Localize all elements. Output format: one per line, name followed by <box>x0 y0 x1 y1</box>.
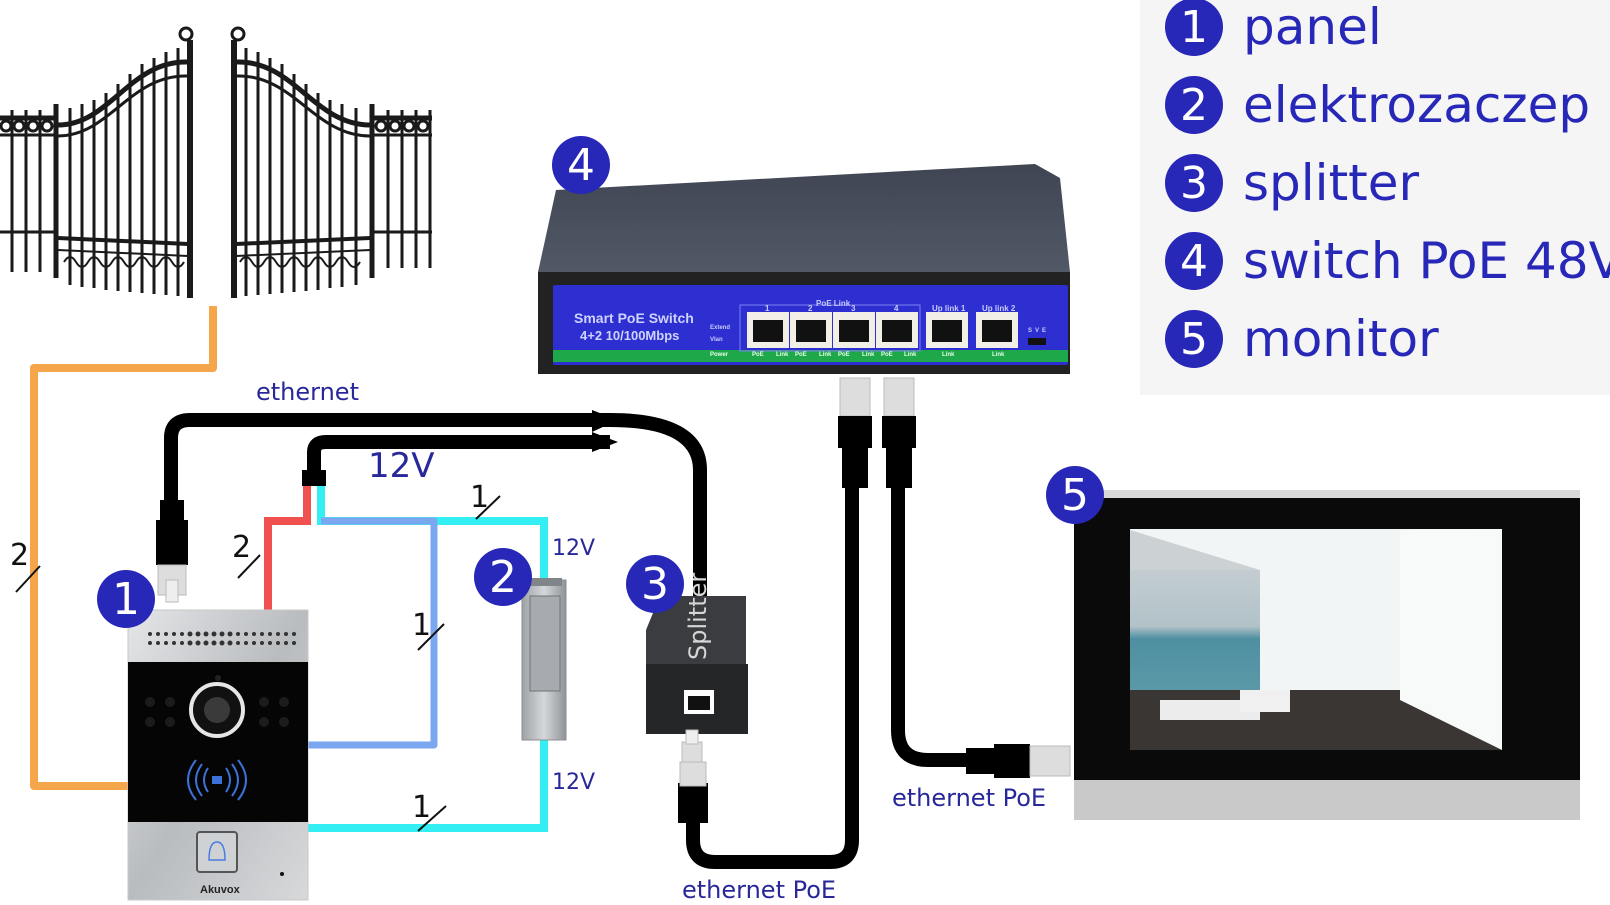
legend-label: switch PoE 48V <box>1243 232 1610 290</box>
switch-port <box>747 312 1018 348</box>
legend-item-panel: 1 panel <box>1165 0 1382 58</box>
legend-number-badge: 3 <box>1165 154 1223 212</box>
dip-label: S <box>1028 328 1033 334</box>
lock-bottom-wire <box>305 735 548 832</box>
rj45-plug-icon <box>678 729 708 823</box>
switch-model-title: Smart PoE Switch <box>574 310 694 326</box>
legend-number-badge: 5 <box>1165 310 1223 368</box>
led-label: Extend <box>710 325 731 331</box>
bell-icon <box>196 831 238 873</box>
uplink-label: Up link 2 <box>982 304 1016 313</box>
splitter-badge: 3 <box>626 555 684 613</box>
rj45-plug-icon <box>838 377 916 488</box>
legend-number-badge: 2 <box>1165 76 1223 134</box>
legend-label: splitter <box>1243 154 1420 212</box>
poe-switch <box>538 164 1070 374</box>
status-label: Link <box>942 352 955 358</box>
rfid-icon <box>187 759 247 801</box>
monitor-poe-cable <box>891 480 980 767</box>
port-number: 2 <box>808 304 813 313</box>
legend-item-switch: 4 switch PoE 48V <box>1165 230 1610 292</box>
legend-number-badge: 4 <box>1165 232 1223 290</box>
legend-item-splitter: 3 splitter <box>1165 152 1419 214</box>
power-cable <box>307 435 610 470</box>
wire-count-lock-bottom: 1 <box>412 790 432 825</box>
monitor-screen-image <box>1130 529 1502 750</box>
legend-label: panel <box>1243 0 1382 56</box>
legend-label: monitor <box>1243 310 1439 368</box>
status-label: PoE <box>881 352 893 358</box>
legend-item-lock: 2 elektrozaczep <box>1165 74 1590 136</box>
switch-badge: 4 <box>552 136 610 194</box>
lock-badge: 2 <box>474 548 532 606</box>
led-label: Vlan <box>710 337 723 343</box>
port-number: 4 <box>894 304 899 313</box>
legend-item-monitor: 5 monitor <box>1165 308 1439 370</box>
status-label: PoE <box>838 352 850 358</box>
lock-top-voltage-label: 12V <box>552 536 596 561</box>
dip-label: E <box>1042 328 1047 334</box>
status-label: Link <box>819 352 832 358</box>
monitor-poe-label: ethernet PoE <box>892 784 1047 812</box>
port-number: 3 <box>851 304 856 313</box>
poe-splitter <box>646 596 748 734</box>
status-label: Link <box>776 352 789 358</box>
splitter-poe-label: ethernet PoE <box>682 876 837 904</box>
wire-count-blue: 1 <box>412 608 432 643</box>
status-label: Link <box>862 352 875 358</box>
wire-count-panel-power: 2 <box>232 530 252 565</box>
lock-bottom-voltage-label: 12V <box>552 770 596 795</box>
dip-label: V <box>1035 328 1040 334</box>
gate-wire <box>30 306 217 790</box>
legend-label: elektrozaczep <box>1243 76 1591 134</box>
ethernet-label: ethernet <box>256 378 359 406</box>
power-12v-label: 12V <box>368 446 435 486</box>
switch-model-subtitle: 4+2 10/100Mbps <box>580 328 680 343</box>
port-number: 1 <box>765 304 770 313</box>
led-label: Power <box>710 352 729 358</box>
splitter-poe-cable <box>686 480 859 869</box>
wire-count-lock-top: 1 <box>470 480 490 515</box>
rj45-plug-icon <box>966 744 1071 778</box>
indoor-monitor <box>1074 490 1580 820</box>
uplink-label: Up link 1 <box>932 304 966 313</box>
panel-brand: Akuvox <box>200 884 240 896</box>
ethernet-port-icon <box>684 690 714 714</box>
status-label: PoE <box>795 352 807 358</box>
splitter-label: Splitter <box>684 572 712 660</box>
panel-badge: 1 <box>97 570 155 628</box>
legend-number-badge: 1 <box>1165 0 1223 56</box>
door-panel <box>127 609 309 901</box>
status-label: PoE <box>752 352 764 358</box>
poe-link-label: PoE Link <box>816 299 851 308</box>
rj45-plug-icon <box>156 500 188 603</box>
electric-strike-lock <box>521 578 567 741</box>
status-label: Link <box>992 352 1005 358</box>
camera-icon <box>189 675 245 738</box>
wire-count-gate: 2 <box>10 538 30 573</box>
status-label: Link <box>904 352 917 358</box>
monitor-badge: 5 <box>1046 466 1104 524</box>
gate-icon <box>0 26 432 298</box>
panel-power-wire <box>264 485 311 612</box>
